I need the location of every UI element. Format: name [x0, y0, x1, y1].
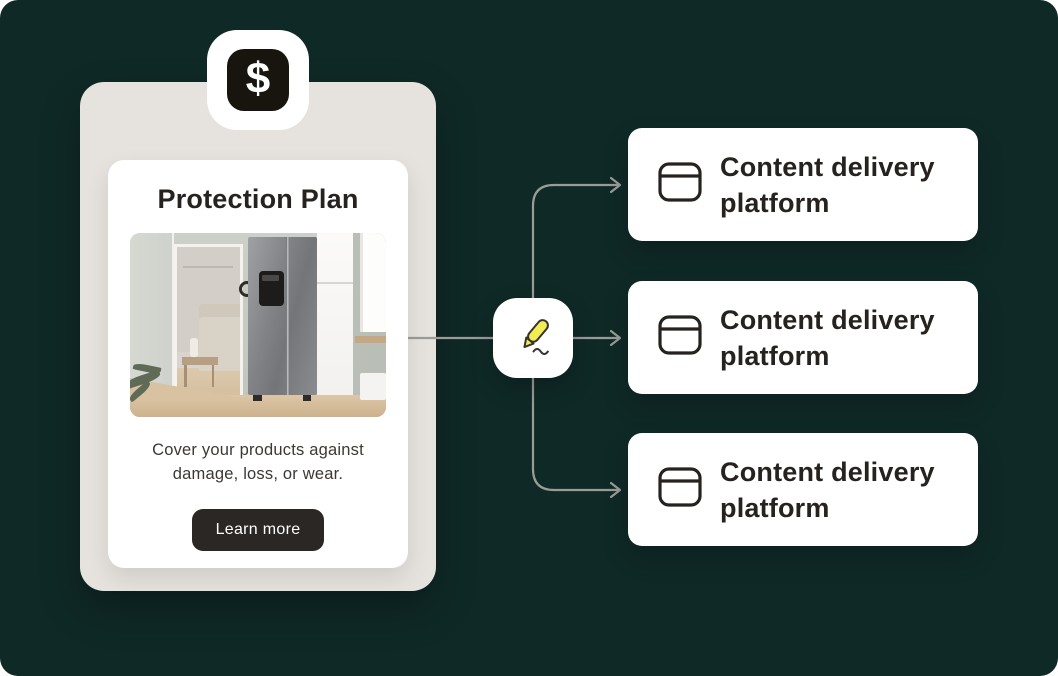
photo-window-ledge: [355, 336, 386, 344]
photo-floor: [130, 394, 386, 417]
edit-node: [493, 298, 573, 378]
learn-more-button[interactable]: Learn more: [191, 508, 325, 551]
photo-table-leg: [184, 364, 187, 387]
photo-track-light: [182, 266, 234, 269]
pencil-scribble-icon: [509, 312, 557, 365]
content-card-icon: [658, 162, 702, 207]
photo-fridge-dispenser: [258, 271, 284, 307]
photo-radiator: [360, 372, 386, 401]
content-card-icon: [658, 315, 702, 360]
dollar-logo-tile: $: [227, 49, 289, 111]
arrowhead-middle: [609, 329, 622, 347]
platform-card-label: Content delivery platform: [720, 456, 935, 523]
photo-dispenser-screen: [261, 274, 280, 282]
photo-vase: [190, 337, 198, 357]
platform-card-2: Content delivery platform: [628, 281, 978, 394]
photo-table-leg: [211, 364, 215, 387]
connector-node-to-top: [531, 183, 621, 300]
protection-plan-description: Cover your products against damage, loss…: [152, 441, 364, 483]
photo-window: [360, 233, 386, 333]
photo-doorway: [173, 244, 243, 406]
photo-fridge-foot: [303, 394, 312, 402]
connector-node-to-bottom: [531, 376, 621, 492]
arrowhead-top: [609, 176, 622, 194]
platform-card-3: Content delivery platform: [628, 433, 978, 546]
arrowhead-bottom: [609, 481, 622, 499]
platform-card-label: Content delivery platform: [720, 304, 935, 371]
photo-coffee-table: [181, 356, 219, 365]
protection-plan-card: Protection Plan: [108, 160, 408, 568]
photo-cabinet: [316, 233, 353, 395]
dollar-app-logo: $: [207, 30, 309, 130]
dollar-icon: $: [245, 54, 271, 103]
product-photo: [130, 233, 386, 417]
content-card-icon: [658, 467, 702, 512]
photo-cabinet-seam: [316, 281, 353, 284]
platform-card-label: Content delivery platform: [720, 151, 935, 218]
photo-fridge-foot: [253, 394, 262, 402]
protection-plan-title: Protection Plan: [157, 184, 359, 214]
platform-card-1: Content delivery platform: [628, 128, 978, 241]
photo-refrigerator: [247, 236, 317, 402]
photo-fridge-door-split: [285, 236, 289, 395]
